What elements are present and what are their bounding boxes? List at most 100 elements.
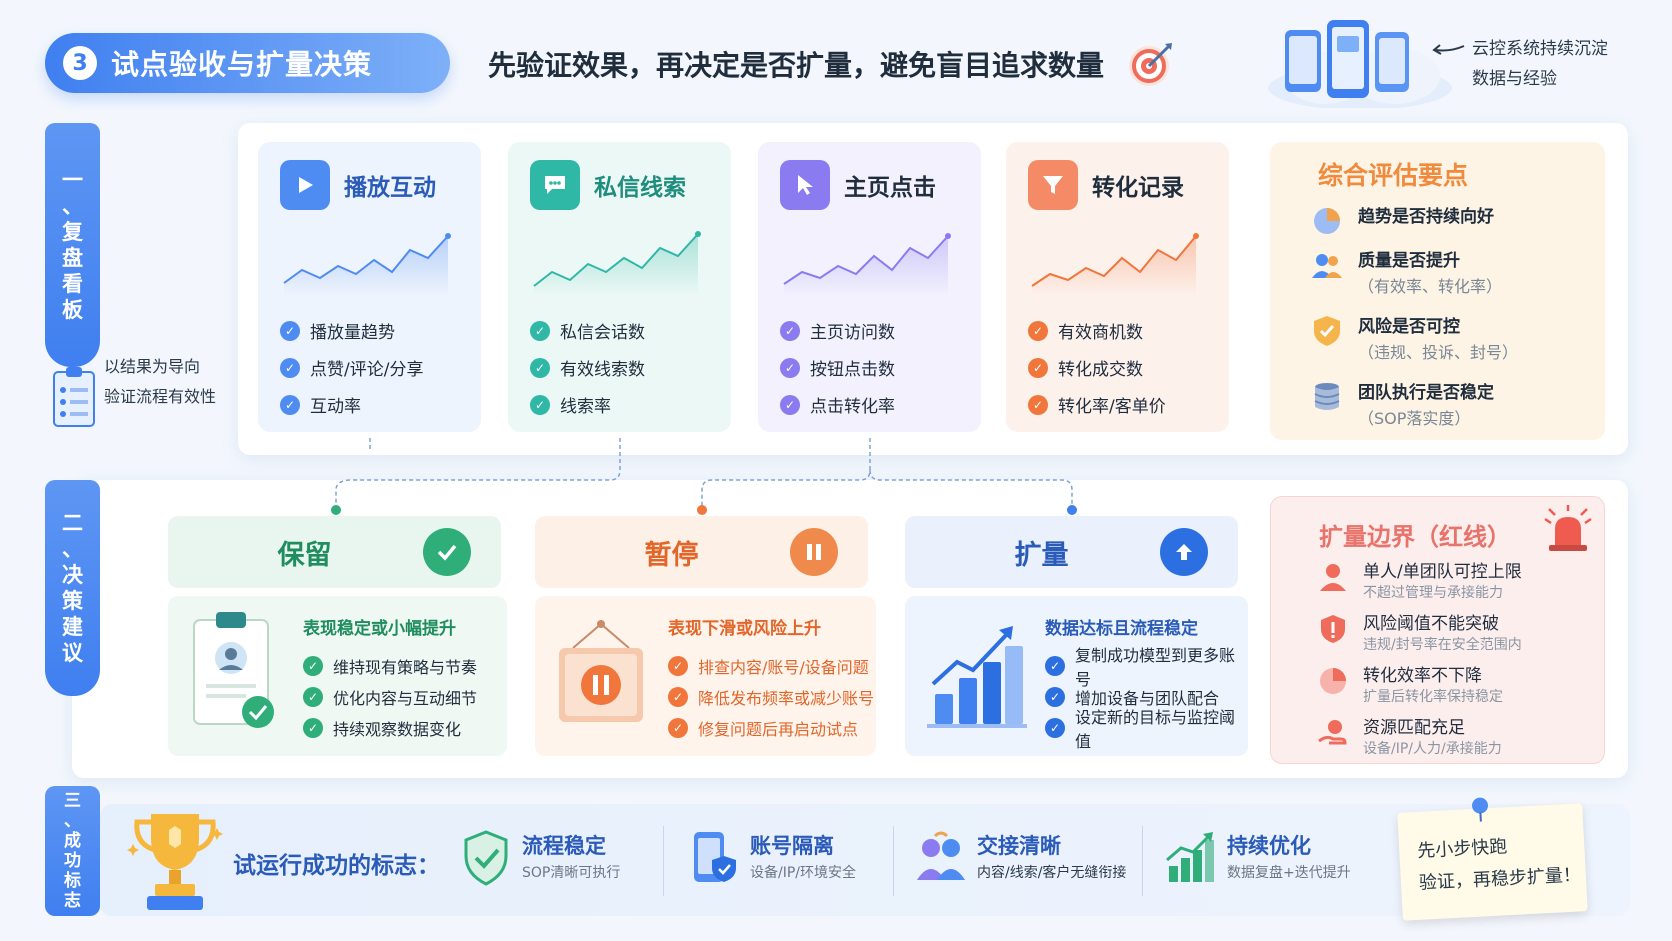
list-item: ✓有效线索数 [530, 349, 645, 386]
check-icon: ✓ [1045, 686, 1065, 707]
check-icon: ✓ [280, 394, 300, 415]
page-subtitle: 先验证效果，再决定是否扩量，避免盲目追求数量 [488, 49, 1105, 82]
pin-icon [1472, 797, 1489, 822]
list-item: ✓点赞/评论/分享 [280, 349, 423, 386]
growth-chart-icon [1166, 832, 1214, 882]
success-label: 试运行成功的标志： [233, 853, 440, 879]
side-note: 以结果为导向 验证流程有效性 [104, 352, 216, 412]
hand-resource-icon [1318, 720, 1347, 745]
cloud-phones-illustration [1268, 20, 1452, 108]
check-icon: ✓ [780, 357, 800, 378]
list-item: ✓维持现有策略与节奏 [303, 650, 477, 681]
limit-title: 扩量边界（红线） [1319, 523, 1511, 551]
check-icon: ✓ [303, 717, 323, 738]
cursor-icon [780, 160, 830, 210]
success-bar [100, 804, 1630, 916]
side-note-line2: 验证流程有效性 [104, 387, 217, 406]
database-icon [1314, 383, 1340, 410]
metric-card-dm: 私信线索 ✓私信会话数 ✓有效线索数 ✓线索率 [508, 142, 731, 432]
decision-title: 保留 [277, 539, 332, 571]
decision-desc: 表现下滑或风险上升 [668, 619, 821, 639]
list-item: ✓修复问题后再启动试点 [668, 712, 874, 743]
list-item: ✓持续观察数据变化 [303, 712, 477, 743]
pie-chart-icon [1314, 208, 1340, 234]
chat-icon [530, 160, 580, 210]
decision-title: 暂停 [644, 539, 699, 571]
check-icon: ✓ [1028, 357, 1048, 378]
shield-check-icon [464, 830, 508, 886]
metric-title: 播放互动 [344, 175, 436, 201]
alarm-light-icon [1544, 505, 1592, 551]
success-item: 持续优化数据复盘+迭代提升 [1165, 830, 1351, 886]
check-icon: ✓ [530, 320, 550, 341]
metric-title: 私信线索 [594, 175, 686, 201]
decision-connector-lines [331, 438, 1077, 515]
expand-icon [1160, 528, 1208, 576]
trophy-icon [127, 814, 223, 910]
growth-bars-icon [927, 626, 1027, 728]
decision-pause-body: 表现下滑或风险上升 ✓排查内容/账号/设备问题 ✓降低发布频率或减少账号 ✓修复… [535, 596, 876, 756]
list-item: ✓设定新的目标与监控阈值 [1045, 708, 1248, 751]
list-item: ✓线索率 [530, 386, 645, 423]
decision-keep-body: 表现稳定或小幅提升 ✓维持现有策略与节奏 ✓优化内容与互动细节 ✓持续观察数据变… [168, 596, 507, 756]
decision-desc: 数据达标且流程稳定 [1045, 619, 1198, 639]
list-item: ✓优化内容与互动细节 [303, 681, 477, 712]
section-tab-success: 三 、 成 功 标 志 [45, 786, 100, 916]
check-icon: ✓ [1045, 655, 1065, 676]
pause-icon [790, 528, 838, 576]
success-item: 账号隔离设备/IP/环境安全 [688, 830, 856, 886]
check-icon: ✓ [668, 686, 688, 707]
arrow-left-icon [1432, 44, 1465, 55]
section-tab-decision: 二 、 决 策 建 议 [45, 480, 100, 696]
list-item: ✓增加设备与团队配合 [1045, 681, 1248, 712]
evaluation-item: 风险是否可控（违规、投诉、封号） [1310, 314, 1518, 366]
limit-item: 单人/单团队可控上限不超过管理与承接能力 [1317, 561, 1522, 603]
funnel-icon [1028, 160, 1078, 210]
decision-title: 扩量 [1014, 539, 1069, 571]
page-title: 试点验收与扩量决策 [111, 48, 373, 81]
sticky-note: 先小步快跑 验证，再稳步扩量！ [1397, 797, 1588, 921]
list-item: ✓主页访问数 [780, 312, 895, 349]
check-icon [423, 528, 471, 576]
list-item: ✓降低发布频率或减少账号 [668, 681, 874, 712]
check-icon: ✓ [1028, 320, 1048, 341]
list-item: ✓转化成交数 [1028, 349, 1166, 386]
list-item: ✓复制成功模型到更多账号 [1045, 646, 1248, 689]
pause-sign-icon [559, 620, 643, 722]
expansion-limit-card: 扩量边界（红线） 单人/单团队可控上限不超过管理与承接能力 风险阈值不能突破违规… [1270, 496, 1605, 764]
decision-desc: 表现稳定或小幅提升 [303, 619, 456, 639]
trend-chart [283, 233, 451, 296]
divider [1142, 826, 1143, 896]
metric-title: 主页点击 [844, 175, 936, 201]
list-item: ✓点击转化率 [780, 386, 895, 423]
phone-shield-icon [694, 832, 736, 882]
evaluation-title: 综合评估要点 [1318, 161, 1469, 190]
trend-chart [1031, 233, 1199, 296]
metric-card-homepage: 主页点击 ✓主页访问数 ✓按钮点击数 ✓点击转化率 [758, 142, 981, 432]
check-icon: ✓ [530, 357, 550, 378]
list-item: ✓有效商机数 [1028, 312, 1166, 349]
check-icon: ✓ [1045, 717, 1065, 738]
check-icon: ✓ [303, 655, 323, 676]
limit-item: 转化效率不下降扩量后转化率保持稳定 [1317, 665, 1503, 707]
warning-shield-icon [1321, 615, 1345, 643]
list-item: ✓排查内容/账号/设备问题 [668, 650, 874, 681]
users-icon [1312, 254, 1342, 278]
user-icon [1320, 564, 1346, 591]
cloud-note: 云控系统持续沉淀 数据与经验 [1472, 34, 1608, 94]
check-icon: ✓ [668, 717, 688, 738]
metric-card-play: 播放互动 ✓播放量趋势 ✓点赞/评论/分享 ✓互动率 [258, 142, 481, 432]
pie-chart-icon [1320, 668, 1346, 694]
evaluation-item: 质量是否提升（有效率、转化率） [1310, 248, 1502, 300]
shield-icon [1314, 316, 1340, 346]
cloud-note-line1: 云控系统持续沉淀 [1472, 39, 1608, 59]
trend-chart [783, 233, 951, 296]
side-note-line1: 以结果为导向 [104, 357, 201, 376]
metric-title: 转化记录 [1092, 175, 1184, 201]
list-item: ✓播放量趋势 [280, 312, 423, 349]
clipboard-icon [53, 367, 95, 427]
metric-card-conversion: 转化记录 ✓有效商机数 ✓转化成交数 ✓转化率/客单价 [1006, 142, 1229, 432]
section-tab-review-board: 一 、 复 盘 看 板 [45, 123, 100, 367]
divider [893, 826, 894, 896]
success-item: 交接清晰内容/线索/客户无缝衔接 [915, 830, 1126, 886]
